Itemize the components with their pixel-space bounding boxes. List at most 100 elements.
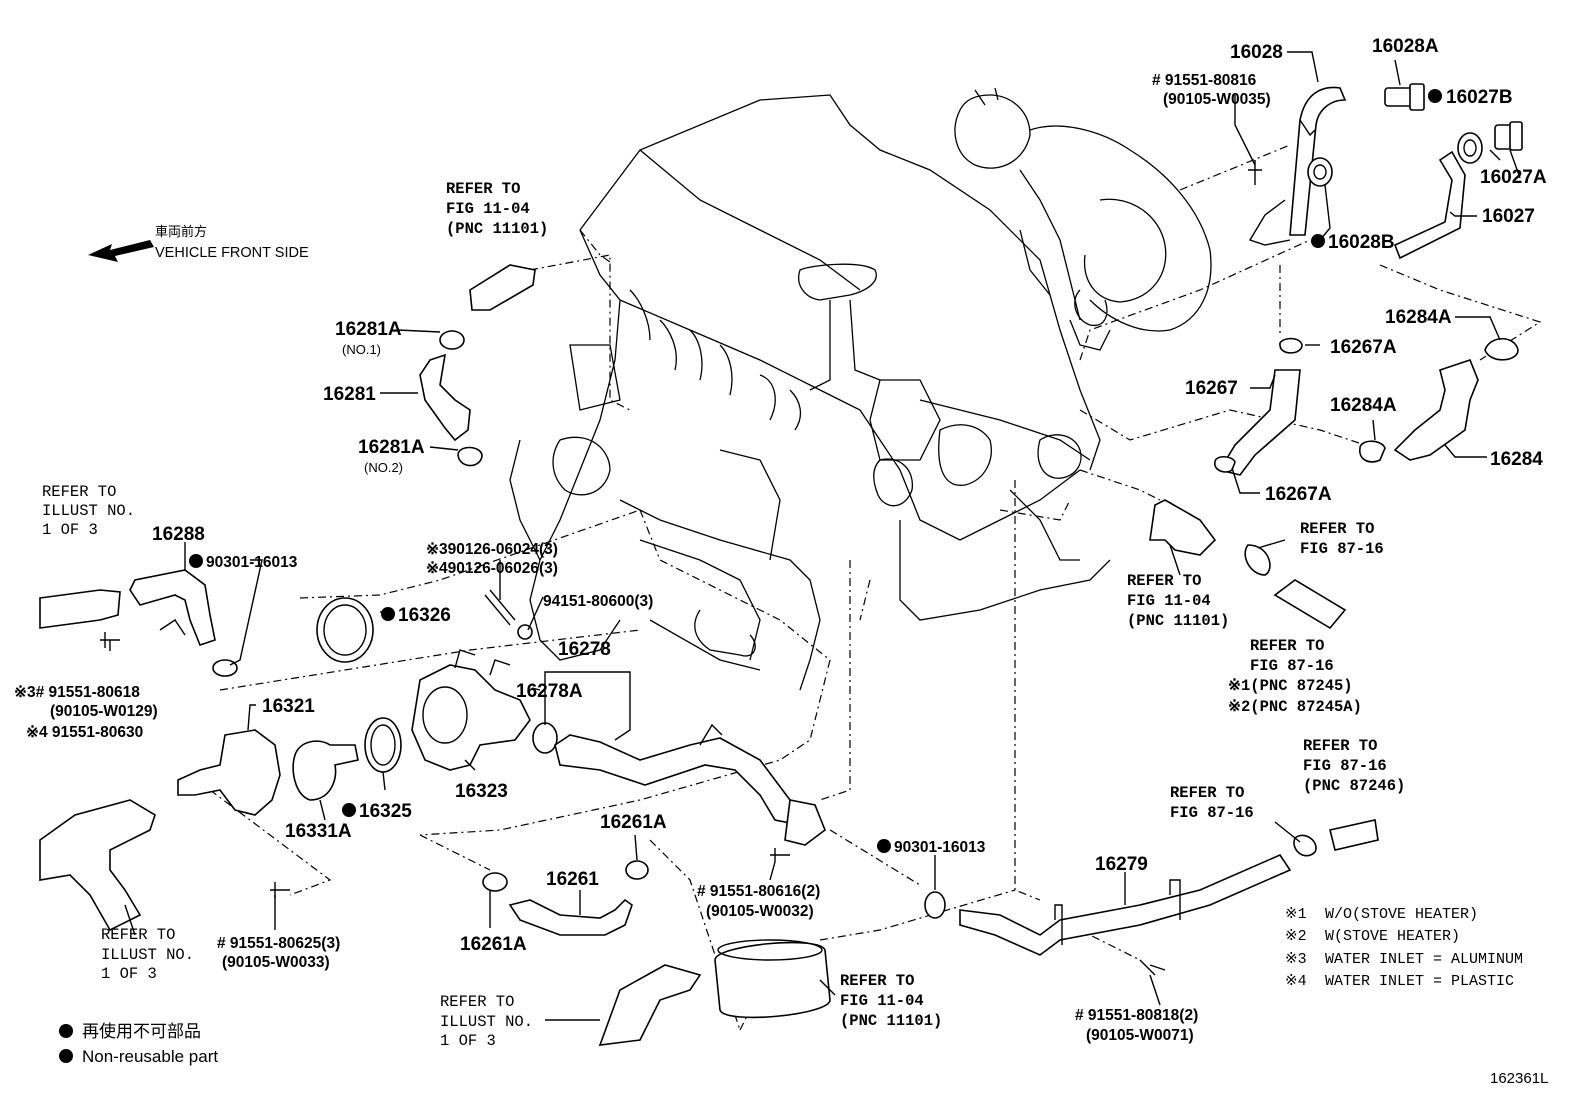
- svg-text:REFER TO: REFER TO: [1250, 637, 1324, 655]
- part-16028B: 16028B: [1328, 232, 1395, 253]
- part-90301-16013-b: 90301-16013: [894, 839, 986, 856]
- part-16288: 16288: [152, 524, 205, 545]
- svg-text:FIG 11-04: FIG 11-04: [446, 200, 530, 218]
- engine-block: [509, 94, 1111, 691]
- svg-text:REFER TO: REFER TO: [1170, 784, 1244, 802]
- bolt-90105-W0129: (90105-W0129): [50, 703, 158, 720]
- part-16027B: 16027B: [1446, 87, 1513, 108]
- figure-id: 162361L: [1490, 1070, 1548, 1087]
- note-1-mark: ※1: [1285, 906, 1307, 923]
- bolt-91551-80618: ※3# 91551-80618: [14, 684, 140, 701]
- part-16281A-no1: 16281A: [335, 319, 402, 340]
- components: [39, 83, 1523, 1046]
- bolt-90105-W0033: (90105-W0033): [222, 954, 330, 971]
- refer-fig11-04-top[interactable]: REFER TO FIG 11-04 (PNC 11101): [446, 180, 548, 238]
- part-16027: 16027: [1482, 206, 1535, 227]
- note-3-mark: ※3: [1285, 951, 1307, 968]
- refer-fig87-16-b[interactable]: REFER TO FIG 87-16 ※1(PNC 87245) ※2(PNC …: [1228, 637, 1362, 716]
- fastener-labels: # 91551-80816 (90105-W0035) ※390126-0602…: [14, 72, 1271, 1044]
- bolt-90105-W0032: (90105-W0032): [706, 903, 814, 920]
- svg-text:ILLUST NO.: ILLUST NO.: [101, 946, 194, 964]
- reference-lines: [209, 144, 1542, 1031]
- bolt-90105-W0035: (90105-W0035): [1163, 91, 1271, 108]
- refer-illust-bottom[interactable]: REFER TO ILLUST NO. 1 OF 3: [440, 993, 533, 1050]
- svg-text:REFER TO: REFER TO: [42, 483, 116, 501]
- bolt-91551-80816: # 91551-80816: [1152, 72, 1257, 89]
- part-16284A-mid: 16284A: [1330, 395, 1397, 416]
- part-16279: 16279: [1095, 854, 1148, 875]
- part-16027A: 16027A: [1480, 167, 1547, 188]
- svg-text:REFER TO: REFER TO: [101, 926, 175, 944]
- nut-94151-80600: 94151-80600(3): [543, 593, 653, 610]
- note-4-text: WATER INLET = PLASTIC: [1325, 973, 1514, 990]
- refer-labels: REFER TO FIG 11-04 (PNC 11101) REFER TO …: [42, 180, 1405, 1050]
- part-16261: 16261: [546, 869, 599, 890]
- note-3-text: WATER INLET = ALUMINUM: [1325, 951, 1523, 968]
- part-16326: 16326: [398, 605, 451, 626]
- part-16267A-top: 16267A: [1330, 337, 1397, 358]
- non-reusable-mark-16028B: [1311, 234, 1325, 248]
- svg-text:FIG 11-04: FIG 11-04: [1127, 592, 1211, 610]
- turbo-assembly: [954, 87, 1212, 351]
- note-1-text: W/O(STOVE HEATER): [1325, 906, 1478, 923]
- notes-block: ※1 W/O(STOVE HEATER) ※2 W(STOVE HEATER) …: [1285, 906, 1523, 990]
- part-90301-16013-a: 90301-16013: [206, 554, 298, 571]
- non-reusable-mark-90301-b: [877, 839, 891, 853]
- bolt-91551-80616: # 91551-80616(2): [697, 883, 820, 900]
- stud-90126-06024: ※390126-06024(3): [426, 541, 558, 558]
- legend: 再使用不可部品 Non-reusable part: [59, 1021, 218, 1066]
- refer-fig87-16-a[interactable]: REFER TO FIG 87-16: [1300, 520, 1384, 558]
- part-16267: 16267: [1185, 378, 1238, 399]
- leader-lines: [109, 51, 1521, 1021]
- svg-text:1 OF 3: 1 OF 3: [42, 521, 98, 539]
- svg-text:REFER TO: REFER TO: [1300, 520, 1374, 538]
- refer-illust-bottom-left[interactable]: REFER TO ILLUST NO. 1 OF 3: [101, 926, 194, 983]
- orientation-jp: 車両前方: [155, 224, 207, 239]
- svg-text:FIG 11-04: FIG 11-04: [840, 992, 924, 1010]
- part-16267A-bottom: 16267A: [1265, 484, 1332, 505]
- svg-text:(PNC 87246): (PNC 87246): [1303, 777, 1405, 795]
- part-16278: 16278: [558, 639, 611, 660]
- part-labels: 16028 16028A 16027B 16027A 16027 16028B …: [152, 36, 1547, 955]
- refer-illust-left[interactable]: REFER TO ILLUST NO. 1 OF 3: [42, 483, 135, 539]
- part-16028A: 16028A: [1372, 36, 1439, 57]
- bolt-91551-80625: # 91551-80625(3): [217, 935, 340, 952]
- non-reusable-mark-90301-a: [189, 554, 203, 568]
- legend-en: Non-reusable part: [82, 1047, 218, 1066]
- refer-fig11-04-right[interactable]: REFER TO FIG 11-04 (PNC 11101): [1127, 572, 1229, 630]
- refer-fig87-16-c[interactable]: REFER TO FIG 87-16 (PNC 87246): [1303, 737, 1405, 795]
- note-2-mark: ※2: [1285, 928, 1307, 945]
- refer-fig11-04-bottom[interactable]: REFER TO FIG 11-04 (PNC 11101): [840, 972, 942, 1030]
- part-16281A-no2: 16281A: [358, 437, 425, 458]
- orientation-en: VEHICLE FRONT SIDE: [155, 245, 309, 261]
- part-16281A-no2-sub: (NO.2): [364, 460, 403, 475]
- svg-text:ILLUST NO.: ILLUST NO.: [42, 502, 135, 520]
- svg-text:FIG 87-16: FIG 87-16: [1300, 540, 1384, 558]
- bolt-91551-80818: # 91551-80818(2): [1075, 1007, 1198, 1024]
- svg-text:(PNC 11101): (PNC 11101): [446, 220, 548, 238]
- bolt-90105-W0071: (90105-W0071): [1086, 1027, 1194, 1044]
- refer-fig87-16-d[interactable]: REFER TO FIG 87-16: [1170, 784, 1254, 822]
- part-16284: 16284: [1490, 449, 1543, 470]
- part-16028: 16028: [1230, 42, 1283, 63]
- svg-text:1 OF 3: 1 OF 3: [101, 965, 157, 983]
- svg-text:※2(PNC 87245A): ※2(PNC 87245A): [1228, 698, 1362, 716]
- part-16284A-top: 16284A: [1385, 307, 1452, 328]
- part-16278A: 16278A: [516, 681, 583, 702]
- legend-jp: 再使用不可部品: [82, 1021, 201, 1041]
- non-reusable-mark-16027B: [1428, 89, 1442, 103]
- svg-text:※1(PNC 87245): ※1(PNC 87245): [1228, 677, 1353, 695]
- svg-text:FIG 87-16: FIG 87-16: [1303, 757, 1387, 775]
- bolt-91551-80630: ※4 91551-80630: [26, 724, 143, 741]
- non-reusable-legend-dot-en: [59, 1049, 73, 1063]
- part-16261A-bottom: 16261A: [460, 934, 527, 955]
- part-16331A: 16331A: [285, 821, 352, 842]
- non-reusable-mark-16325: [342, 803, 356, 817]
- non-reusable-legend-dot-jp: [59, 1024, 73, 1038]
- part-16323: 16323: [455, 781, 508, 802]
- note-2-text: W(STOVE HEATER): [1325, 928, 1460, 945]
- svg-text:REFER TO: REFER TO: [1303, 737, 1377, 755]
- svg-text:(PNC 11101): (PNC 11101): [1127, 612, 1229, 630]
- svg-text:FIG 87-16: FIG 87-16: [1170, 804, 1254, 822]
